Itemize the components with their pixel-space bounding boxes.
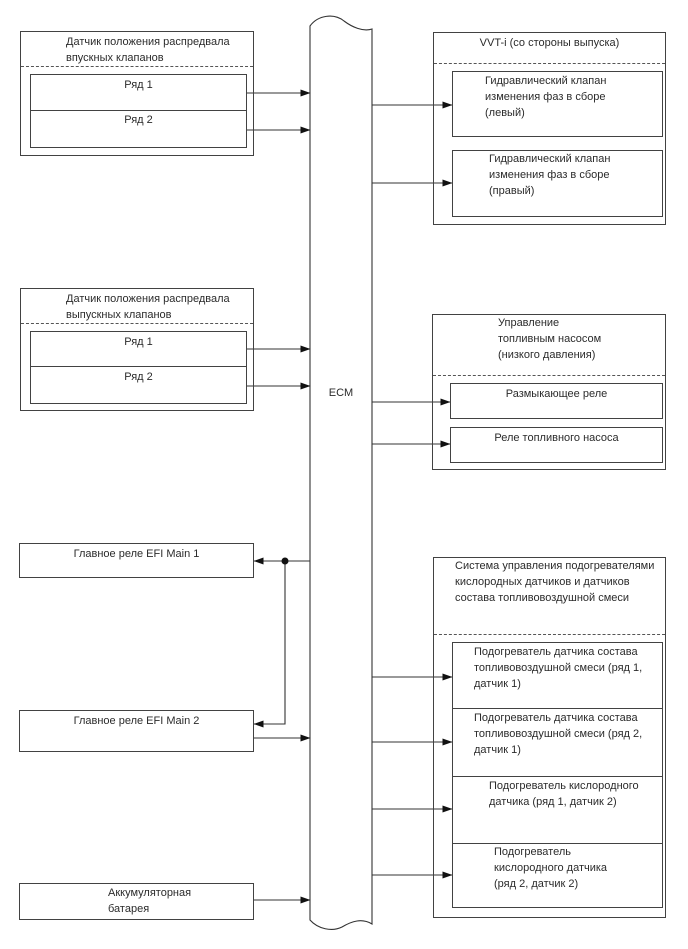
fuel-pump-control-box — [432, 314, 666, 470]
vvt-box — [433, 32, 666, 225]
cam-intake-dashed-divider — [21, 66, 253, 67]
battery-box — [19, 883, 254, 920]
cam-exhaust-bank-divider — [30, 366, 247, 367]
vvt-dashed-divider — [434, 63, 665, 64]
heater-system-box — [433, 557, 666, 918]
heater-divider-1 — [452, 708, 663, 709]
cam-intake-sensor-title: Датчик положения распредвала впускных кл… — [66, 36, 230, 64]
cam-exhaust-dashed-divider — [21, 323, 253, 324]
heater-o2-bank2-label: Подогреватель кислородного датчика (ряд … — [494, 846, 608, 890]
cam-intake-sensor-box — [20, 31, 254, 156]
cam-intake-banks-box — [30, 74, 247, 148]
heater-o2-bank1-label: Подогреватель кислородного датчика (ряд … — [489, 780, 639, 808]
heater-cells-box — [452, 642, 663, 908]
vvt-valve-right-box — [452, 150, 663, 217]
cam-intake-bank1-label: Ряд 1 — [124, 79, 153, 91]
vvt-valve-left-box — [452, 71, 663, 137]
ecm-band — [309, 15, 373, 930]
cam-intake-bank2-label: Ряд 2 — [124, 114, 153, 126]
cam-exhaust-sensor-box — [20, 288, 254, 411]
heater-dashed-divider — [434, 634, 665, 635]
cam-exhaust-bank2-label: Ряд 2 — [124, 371, 153, 383]
fuel-pump-relay-box — [450, 427, 663, 463]
cam-intake-bank-divider — [30, 110, 247, 111]
heater-divider-3 — [452, 843, 663, 844]
vvt-valve-left-label: Гидравлический клапан изменения фаз в сб… — [485, 75, 607, 119]
fuel-pump-relay-label: Реле топливного насоса — [494, 432, 619, 444]
opening-relay-label: Размыкающее реле — [505, 388, 608, 400]
vvt-title: VVT-i (со стороны выпуска) — [479, 37, 620, 49]
fuel-pump-control-title: Управление топливным насосом (низкого да… — [498, 317, 602, 361]
heater-afr-bank2-label: Подогреватель датчика состава топливовоз… — [474, 712, 643, 756]
battery-label: Аккумуляторная батарея — [108, 887, 192, 915]
efi-main-1-label: Главное реле EFI Main 1 — [73, 548, 200, 560]
efi-main-2-label: Главное реле EFI Main 2 — [73, 715, 200, 727]
fuel-pump-dashed-divider — [433, 375, 665, 376]
connector-ecm-efi2 — [253, 561, 286, 728]
heater-system-title: Система управления подогревателями кисло… — [455, 560, 655, 604]
junction-dot — [281, 557, 289, 565]
efi-main-2-box — [19, 710, 254, 752]
cam-exhaust-sensor-title: Датчик положения распредвала выпускных к… — [66, 293, 230, 321]
opening-relay-box — [450, 383, 663, 419]
efi-main-1-box — [19, 543, 254, 578]
cam-exhaust-banks-box — [30, 331, 247, 404]
heater-afr-bank1-label: Подогреватель датчика состава топливовоз… — [474, 646, 643, 690]
vvt-valve-right-label: Гидравлический клапан изменения фаз в сб… — [489, 153, 611, 197]
ecm-label: ECM — [328, 387, 354, 399]
heater-divider-2 — [452, 776, 663, 777]
cam-exhaust-bank1-label: Ряд 1 — [124, 336, 153, 348]
